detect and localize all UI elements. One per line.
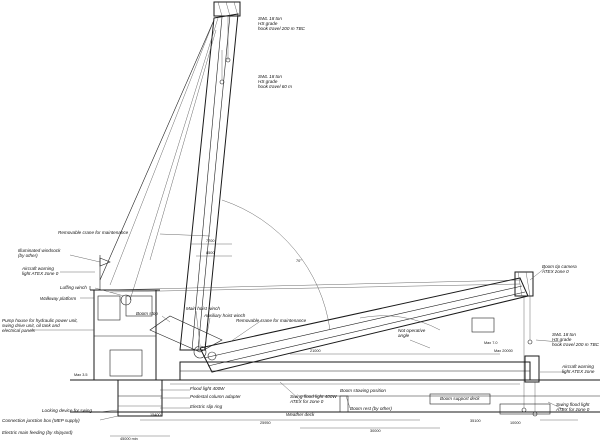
label-main-deck: Boom support deck — [440, 396, 480, 401]
hook-icon — [521, 407, 527, 413]
dim-2: 8500 — [206, 251, 214, 255]
dim-13: Max 7.0 — [484, 341, 498, 345]
crane-house — [89, 255, 217, 417]
boom-rest — [471, 317, 495, 333]
pedestal — [117, 379, 163, 417]
label-swl-right: SWL 18 ton HS grade hook travel 200 m TB… — [552, 332, 600, 347]
lowered-boom — [107, 271, 534, 413]
label-slip-ring: Electric slip ring — [190, 404, 223, 409]
label-aircraft-light-right: Aircraft warning light ATEX zone — [561, 364, 595, 374]
label-pedestal-adapter: Pedestal column adapter — [190, 394, 241, 399]
label-pump-house: Pump house for hydraulic power unit, swi… — [2, 318, 79, 333]
dim-1: 7700 — [206, 239, 214, 243]
label-boom-stowing: Boom stowing position — [340, 388, 386, 393]
dim-5: Max 20000 — [494, 349, 513, 353]
label-floodlight-3: Swing flood light ATEX for zone 0 — [555, 402, 591, 412]
label-windsock: Illuminated windsock (by other) — [18, 248, 62, 258]
dim-8: 35100 — [470, 419, 481, 423]
boom-head-top — [213, 1, 241, 17]
dim-4: 21000 — [310, 349, 321, 353]
dim-9: 15400 — [150, 413, 161, 417]
label-locking-device: Locking device for swing — [42, 408, 92, 413]
label-connection-box: Connection junction box (MEP supply) — [2, 418, 80, 423]
label-luffing-winch: Luffing winch — [60, 285, 87, 290]
short-jib — [149, 315, 223, 353]
machinery-house — [93, 289, 157, 381]
deck — [70, 317, 600, 415]
label-tip-load-top: SWL 18 ton HS grade hook travel 200 m TB… — [258, 16, 306, 31]
label-floodlight-2: Swing flood light 400W ATEX for zone 0 — [289, 394, 338, 404]
hoist-winch-drum — [193, 345, 207, 359]
hook-icon — [225, 57, 231, 63]
dim-11: Max 3.5 — [74, 373, 88, 377]
windsock-icon — [99, 257, 111, 267]
dim-12: 10000 — [510, 421, 521, 425]
label-main-hoist: Main hoist winch — [186, 306, 220, 311]
label-aircraft-light-left: Aircraft warning light ATEX zone 0 — [21, 266, 59, 276]
leaders — [30, 233, 566, 421]
label-aux-hoist: Auxiliary hoist winch — [203, 313, 246, 318]
dim-6: 25950 — [260, 421, 271, 425]
label-crane-maintenance-2: Removable crane for maintenance — [236, 318, 307, 323]
label-boom-stop: Boom stop — [136, 311, 158, 316]
label-electric-feeding: Electric main feeding (by shipyard) — [2, 430, 73, 435]
swing-arc — [221, 199, 331, 331]
label-floodlight-1: Flood light 400W — [190, 386, 225, 391]
dim-10: 45000 min — [120, 437, 138, 441]
luffing-winch-drum — [120, 294, 132, 306]
label-walkway: Walkway platform — [40, 296, 76, 301]
label-crane-maintenance: Removable crane for maintenance — [58, 230, 129, 235]
label-outer-deck: Weather deck — [286, 412, 315, 417]
hook-icon — [219, 79, 225, 85]
dim-3: 70° — [296, 259, 302, 263]
dim-7: 30000 — [370, 429, 381, 433]
dimensions — [110, 243, 578, 437]
label-boom-rest: Boom rest (by other) — [350, 406, 392, 411]
label-tip-load-mid: SWL 18 ton HS grade hook travel 60 m — [258, 74, 292, 89]
luffing-cable — [99, 19, 215, 281]
hook-icon — [527, 339, 533, 345]
label-not-operative: Not operative angle — [398, 328, 427, 338]
raised-boom — [99, 1, 241, 351]
label-boom-tip-camera: Boom tip camera ATEX zone 0 — [541, 264, 578, 274]
